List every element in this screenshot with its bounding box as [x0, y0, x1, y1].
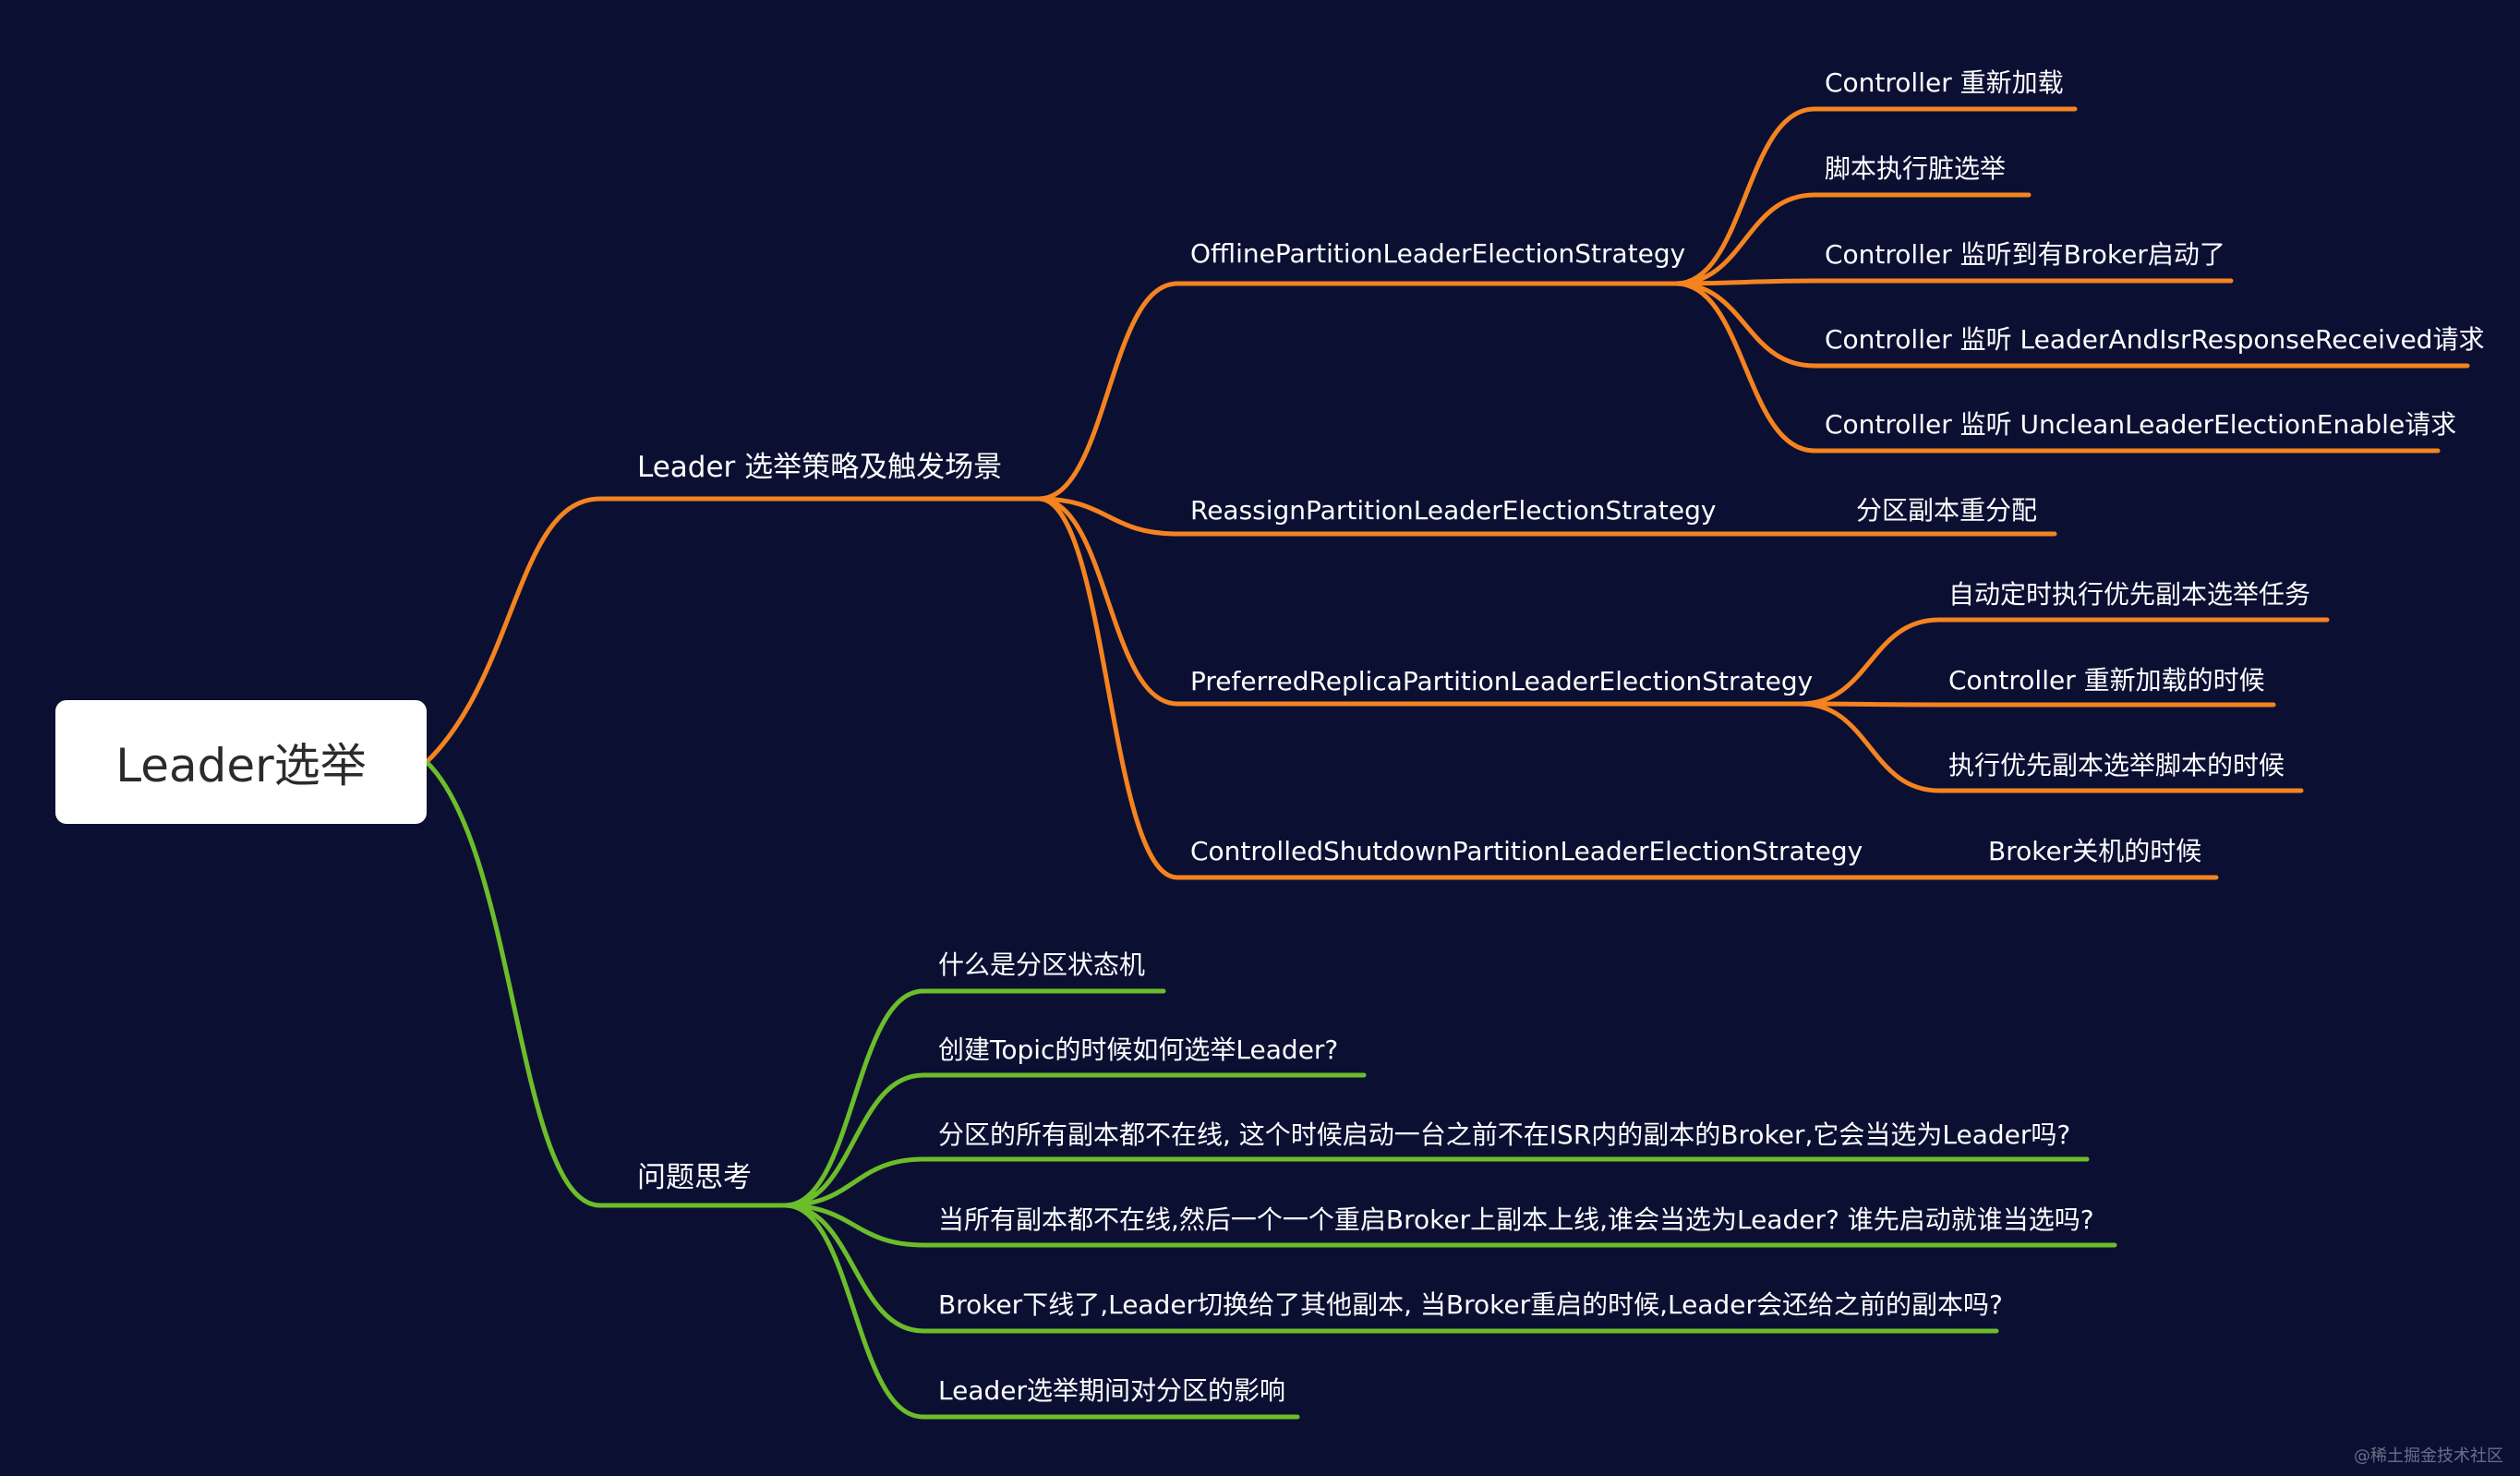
branch-strategy[interactable]: Leader 选举策略及触发场景	[637, 451, 1003, 484]
connector-preferred-2	[1798, 701, 1942, 708]
connector-question-5	[782, 1203, 926, 1334]
connector-preferred-3	[1798, 701, 1942, 793]
connector-offline-3	[1673, 278, 1817, 286]
connector-root-strategy	[424, 496, 603, 765]
strategy-controlled[interactable]: ControlledShutdownPartitionLeaderElectio…	[1190, 836, 1863, 866]
connector-controlled	[1036, 496, 1180, 880]
question-3[interactable]: 分区的所有副本都不在线, 这个时候启动一台之前不在ISR内的副本的Broker,…	[938, 1119, 2071, 1150]
question-2[interactable]: 创建Topic的时候如何选举Leader?	[938, 1034, 1339, 1065]
watermark: @稀土掘金技术社区	[2354, 1446, 2503, 1466]
offline-leaf-1[interactable]: Controller 重新加载	[1825, 67, 2064, 98]
strategy-offline[interactable]: OfflinePartitionLeaderElectionStrategy	[1190, 238, 1686, 269]
offline-leaf-3[interactable]: Controller 监听到有Broker启动了	[1825, 239, 2225, 270]
connector-reassign	[1036, 496, 1180, 537]
connector-question-2	[782, 1072, 926, 1208]
offline-leaf-2[interactable]: 脚本执行脏选举	[1825, 153, 2007, 184]
preferred-leaf-3[interactable]: 执行优先副本选举脚本的时候	[1948, 750, 2285, 780]
connector-question-4	[782, 1203, 926, 1248]
connector-offline-2	[1673, 192, 1817, 286]
connector-question-3	[782, 1156, 926, 1208]
root-label: Leader选举	[115, 739, 367, 792]
preferred-leaf-1[interactable]: 自动定时执行优先副本选举任务	[1948, 579, 2311, 610]
connector-offline-4	[1673, 281, 1817, 369]
controlled-leaf-1[interactable]: Broker关机的时候	[1988, 836, 2202, 866]
offline-leaf-4[interactable]: Controller 监听 LeaderAndIsrResponseReceiv…	[1825, 324, 2485, 355]
preferred-leaf-2[interactable]: Controller 重新加载的时候	[1948, 665, 2265, 696]
connector-question-1	[782, 988, 926, 1208]
question-1[interactable]: 什么是分区状态机	[938, 950, 1146, 980]
strategy-reassign[interactable]: ReassignPartitionLeaderElectionStrategy	[1190, 495, 1717, 526]
question-5[interactable]: Broker下线了,Leader切换给了其他副本, 当Broker重启的时候,L…	[938, 1289, 2003, 1320]
strategy-preferred[interactable]: PreferredReplicaPartitionLeaderElectionS…	[1190, 666, 1814, 696]
connector-offline	[1036, 281, 1180, 502]
reassign-leaf-1[interactable]: 分区副本重分配	[1856, 495, 2038, 526]
root-node[interactable]: Leader选举	[55, 700, 427, 824]
question-6[interactable]: Leader选举期间对分区的影响	[938, 1375, 1286, 1406]
branch-questions[interactable]: 问题思考	[637, 1161, 752, 1194]
connector-offline-1	[1673, 106, 1817, 286]
question-4[interactable]: 当所有副本都不在线,然后一个一个重启Broker上副本上线,谁会当选为Leade…	[938, 1204, 2094, 1235]
offline-leaf-5[interactable]: Controller 监听 UncleanLeaderElectionEnabl…	[1825, 409, 2457, 440]
connector-offline-5	[1673, 281, 1817, 454]
connector-preferred-1	[1798, 617, 1942, 707]
connector-question-6	[782, 1203, 926, 1420]
connector-preferred	[1036, 496, 1180, 707]
connector-root-questions	[424, 759, 603, 1208]
